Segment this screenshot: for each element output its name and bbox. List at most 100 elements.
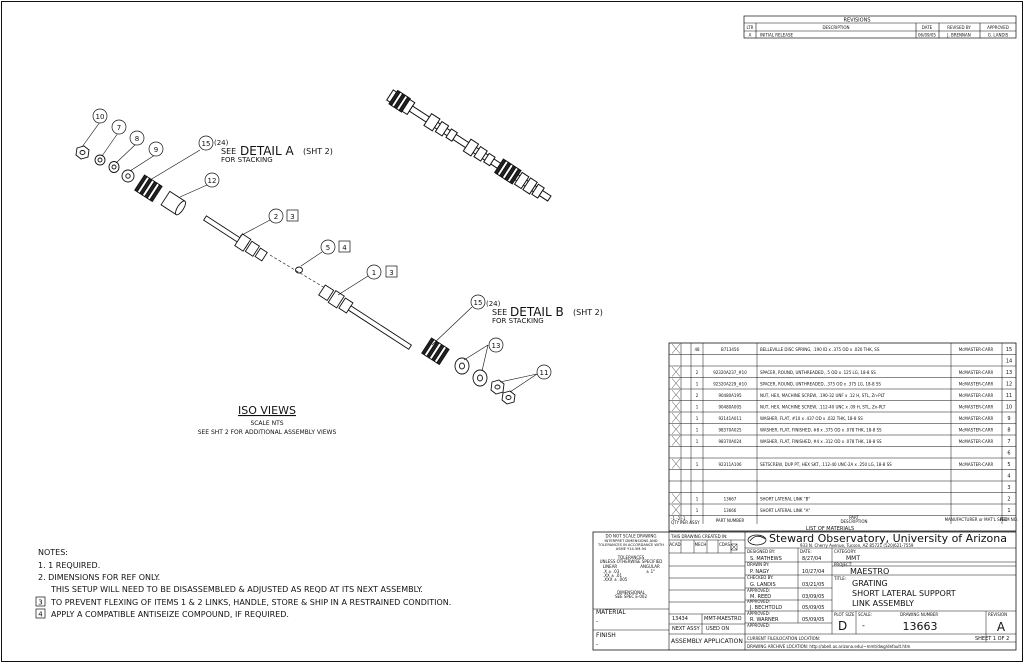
note-1: 1. 1 REQUIRED. [38,561,100,570]
note-2-continued: THIS SETUP WILL NEED TO BE DISASSEMBLED … [50,585,423,594]
note-3-number: 3 [38,599,42,607]
bom-cell-manufacturer: McMASTER-CARR [959,439,994,444]
bom-cell-qty: 1 [696,462,699,467]
tb-company: Steward Observatory, University of Arizo… [769,532,1007,545]
bom-cell-part-number: 92141A011 [718,416,742,421]
bom-cell-description: SHORT LATERAL LINK "A" [760,508,810,513]
part-2-link [203,215,268,262]
note-4-flag [35,608,46,619]
bom-cell-part-number: 13667 [724,497,737,502]
tb-date-designed: 8/27/04 [802,556,821,562]
tb-dimensional: DIMENSIONAL [617,590,646,595]
detail-a-qty: (24) [214,139,229,147]
bom-unused-dash-mark [671,412,681,423]
bom-header-description: DESCRIPTION [840,519,867,524]
bom-cell-part-number: 13666 [724,508,737,513]
tb-drawing-number: 13663 [903,620,938,633]
tb-date-approved-1: 03/09/05 [802,594,824,600]
assembled-spring-stack-right [493,158,522,185]
tb-plot-size-label: PLOT SIZE [834,612,855,617]
tb-project-label: PROJECT: [834,562,852,567]
tb-tol-x: .X ± .03 [603,569,620,574]
tb-approved-3-label: APPROVED: [747,611,770,616]
bom-header-dash: -1 -2 -1 [671,516,686,521]
iso-views-note: SEE SHT 2 FOR ADDITIONAL ASSEMBLY VIEWS [198,429,337,436]
detail-a-sheet: (SHT 2) [303,147,333,156]
part-9-washer [121,169,135,183]
tb-linear: LINEAR [603,564,618,569]
tb-date-approved-2: 05/09/05 [802,605,824,611]
tb-current-file: CURRENT FILE/LOCATION LOCATION: [747,636,820,641]
bom-cell-item-number: 9 [1007,416,1010,422]
bom-cell-qty: 1 [696,382,699,387]
part-5-setscrew [295,266,303,274]
balloon-1-note: 3 [389,269,393,277]
tb-drawing-number-label: DRAWING NUMBER [900,612,938,617]
bom-cell-item-number: 11 [1006,393,1012,399]
title-block [592,531,1017,651]
bom-cell-qty: 1 [696,439,699,444]
bom-header-part-number: PART NUMBER [716,518,745,523]
tb-tol-xx: .XX ± .01 [603,573,622,578]
tb-date-drawn: 10/27/04 [802,569,824,575]
bom-cell-description: SETSCREW, DUP PT, HEX SKT, .112-40 UNC-2… [760,462,892,467]
bom-cell-item-number: 15 [1006,347,1012,353]
notes-block: NOTES: 1. 1 REQUIRED. 2. DIMENSIONS FOR … [35,548,451,619]
tb-finish-value: - [596,641,598,648]
bom-cell-item-number: 4 [1007,474,1010,480]
tb-scale: - [862,621,865,630]
tb-drawn-by: P. NAGY [750,569,770,575]
bom-cell-part-number: 98370A024 [718,439,742,444]
balloon-11: 11 [540,369,549,377]
tb-plot-size: D [838,619,847,633]
tb-revision-label: REVISION [988,612,1007,617]
bom-cell-manufacturer: McMASTER-CARR [959,462,994,467]
balloons [92,108,552,380]
tb-drawn-by-label: DRAWN BY: [747,562,769,567]
tb-category: MMT [846,555,860,562]
tb-project: MAESTRO [850,567,889,576]
bom-cell-qty: 2 [696,393,699,398]
tb-cdas: CDAS [719,542,731,547]
bom-cell-description: NUT, HEX, MACHINE SCREW, .190-32 UNF x .… [760,393,885,398]
bom-cell-description: BELLEVILLE DISC SPRING, .190 ID x .375 O… [760,347,880,352]
tb-next-num: 13434 [672,616,688,622]
note-4-number: 4 [38,611,43,619]
part-10-nut [75,145,90,160]
bom-cell-qty: 1 [696,497,699,502]
bom-cell-item-number: 7 [1007,439,1010,445]
part-13-spacer-1 [454,357,470,375]
bom-cell-part-number: 90480A005 [718,405,742,410]
detail-a-callout: (24) SEE DETAIL A (SHT 2) FOR STACKING [214,139,333,164]
tb-angular: ANGULAR [640,564,660,569]
balloon-2: 2 [274,213,278,221]
bom-unused-dash-mark [671,378,681,389]
bom-cell-qty: 48 [694,347,700,352]
tb-checked-by: G. LANDIS [750,582,776,588]
tb-address: 933 N. Cherry Avenue, Tucson, AZ 85721 (… [800,543,914,548]
bom-cell-description: SPACER, ROUND, UNTHREADED, .5 OD x .125 … [760,370,876,375]
bom-cell-item-number: 10 [1006,405,1012,411]
tb-title-line-1: GRATING [852,579,888,588]
bom-cell-part-number: 90480A195 [718,393,742,398]
bom-cell-manufacturer: McMASTER-CARR [959,405,994,410]
tb-used-on: USED ON [706,626,729,632]
bom-cell-manufacturer: McMASTER-CARR [959,416,994,421]
tb-finish-label: FINISH [596,632,616,639]
balloon-9: 9 [154,146,158,154]
bom-cell-part-number: 98370A025 [718,428,742,433]
note-2: 2. DIMENSIONS FOR REF ONLY. [38,573,160,582]
bom-cell-item-number: 1 [1007,508,1010,514]
bom-cell-part-number: 92320A237_#10 [713,370,747,375]
exploded-axis-line [269,254,326,289]
balloon-2-note: 3 [290,213,294,221]
detail-b-see: SEE [492,308,507,317]
bom-cell-item-number: 8 [1007,428,1010,434]
tb-tolerances: TOLERANCES [617,555,645,560]
part-8-washer [108,161,120,173]
bom-unused-dash-mark [671,343,681,354]
tb-tol-xxx: .XXX ± .005 [603,577,628,582]
part-7-washer [94,154,106,166]
tb-tol-angular: ± 1° [646,569,655,574]
